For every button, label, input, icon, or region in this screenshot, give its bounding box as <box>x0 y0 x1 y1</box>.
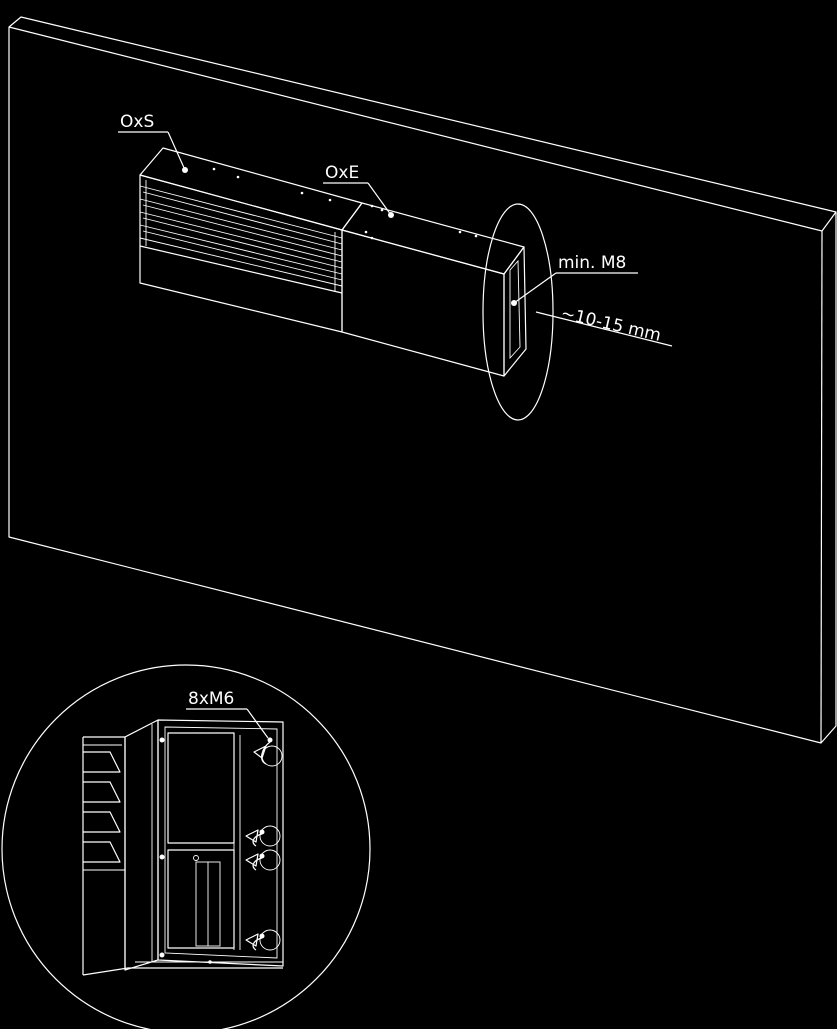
detail-highlight-ellipse <box>482 203 554 421</box>
arrow-head <box>245 933 259 947</box>
detail-frame <box>157 719 284 967</box>
detail-circle: 8xM6 <box>1 664 371 1029</box>
screws-callout: 8xM6 <box>186 689 269 739</box>
oxe-unit <box>341 202 525 377</box>
bolt-label: min. M8 <box>558 253 626 273</box>
screw-hole <box>259 825 281 847</box>
oxs-callout: OxS <box>118 112 186 171</box>
screw-arrows <box>245 737 283 951</box>
gap-callout: ~10-15 mm <box>535 303 673 347</box>
oxs-louvres <box>139 180 343 294</box>
end-frame <box>503 246 527 377</box>
detail-louvres <box>82 736 126 975</box>
screw-hole <box>259 849 281 871</box>
screw-hole <box>261 745 283 767</box>
oxe-label: OxE <box>325 163 359 183</box>
bolt-callout: min. M8 <box>513 253 638 304</box>
arrow-head <box>245 829 259 843</box>
gap-label: ~10-15 mm <box>559 303 663 345</box>
oxe-callout: OxE <box>323 163 392 216</box>
wall <box>8 16 837 744</box>
screw-hole <box>259 929 281 951</box>
arrow-head <box>253 745 267 759</box>
screws-label: 8xM6 <box>188 689 234 709</box>
arrow-head <box>245 853 259 867</box>
oxs-label: OxS <box>120 112 154 132</box>
screw-hole <box>267 737 273 743</box>
